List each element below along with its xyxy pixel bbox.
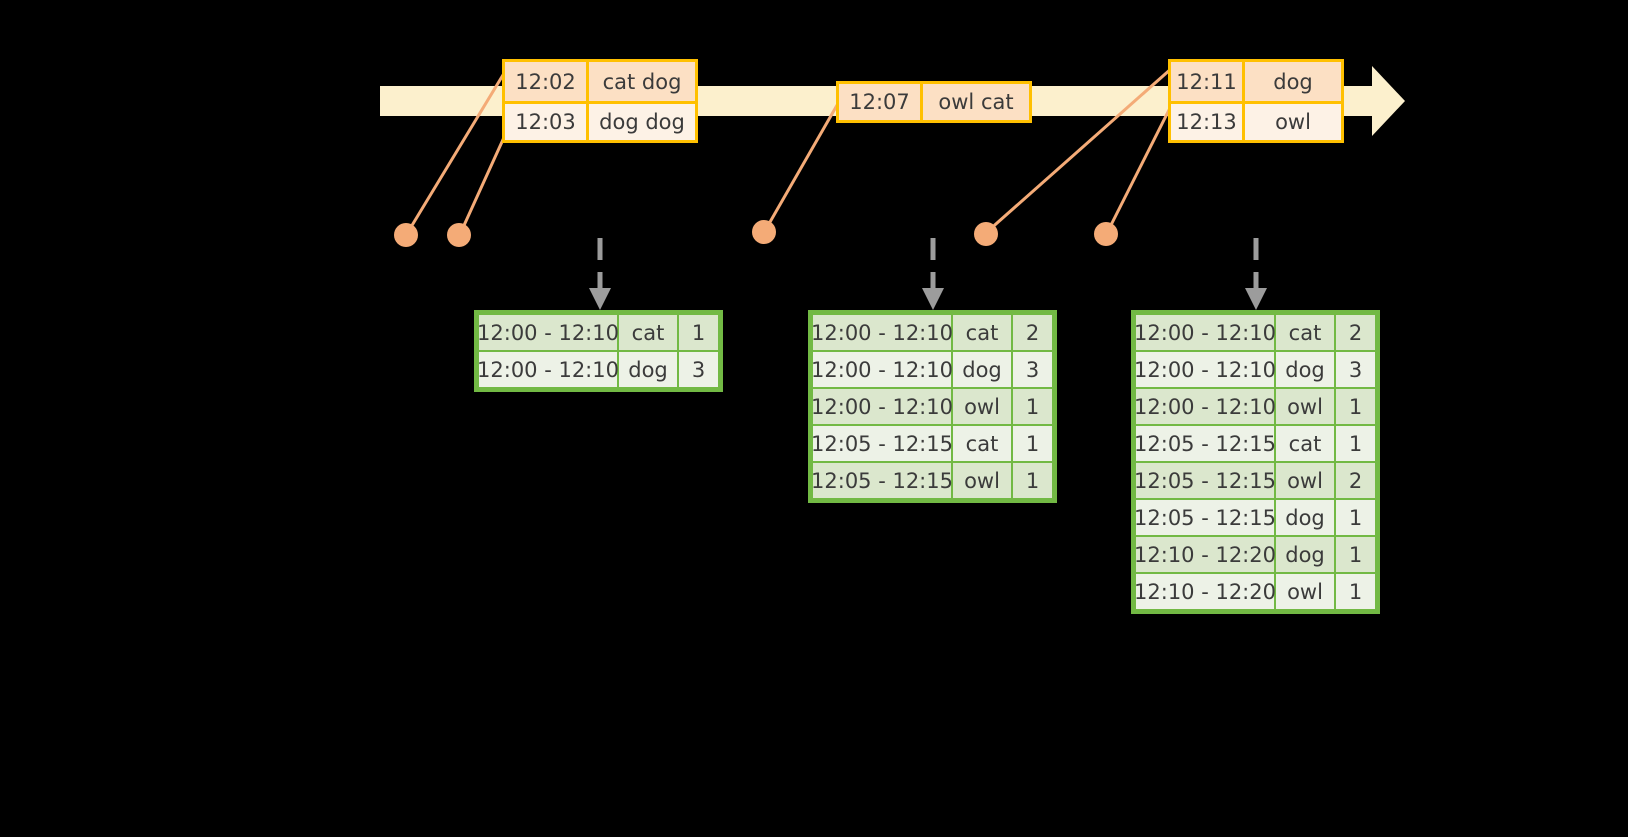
table-row[interactable]: 12:05 - 12:15 dog 1: [1134, 499, 1376, 536]
table-row[interactable]: 12:00 - 12:10 dog 3: [477, 351, 719, 388]
table-row[interactable]: 12:05 - 12:15 cat 1: [1134, 425, 1376, 462]
event-time: 12:13: [1171, 104, 1245, 140]
event-time: 12:03: [505, 104, 589, 140]
table-row[interactable]: 12:05 - 12:15 owl 1: [811, 462, 1053, 499]
window-cell: 12:00 - 12:10: [477, 315, 619, 350]
event-group-1[interactable]: 12:02 cat dog 12:03 dog dog: [502, 59, 698, 143]
timeline-arrowhead: [1372, 66, 1405, 136]
event-time: 12:02: [505, 62, 589, 101]
connector-line-5: [1106, 103, 1174, 232]
key-cell: owl: [1276, 463, 1334, 498]
window-cell: 12:00 - 12:10: [1134, 352, 1276, 387]
timeline-bar-segment-right: [1338, 86, 1376, 116]
key-cell: dog: [1276, 500, 1334, 535]
table-row[interactable]: 12:00 - 12:10 dog 3: [1134, 351, 1376, 388]
count-cell: 2: [1336, 315, 1375, 350]
window-cell: 12:10 - 12:20: [1134, 537, 1276, 572]
table-row[interactable]: 12:00 - 12:10 cat 1: [477, 314, 719, 351]
window-cell: 12:00 - 12:10: [811, 352, 953, 387]
count-cell: 1: [1336, 389, 1375, 424]
connector-dot-1: [394, 223, 418, 247]
event-words: owl: [1275, 110, 1311, 134]
event-row[interactable]: 12:03 dog dog: [505, 101, 695, 140]
window-cell: 12:00 - 12:10: [1134, 315, 1276, 350]
table-row[interactable]: 12:05 - 12:15 cat 1: [811, 425, 1053, 462]
window-cell: 12:05 - 12:15: [1134, 463, 1276, 498]
connector-dot-4: [974, 222, 998, 246]
dashed-arrow-1: [589, 238, 611, 310]
event-group-3[interactable]: 12:11 dog 12:13 owl: [1168, 59, 1344, 143]
table-row[interactable]: 12:00 - 12:10 cat 2: [811, 314, 1053, 351]
event-time: 12:07: [839, 84, 923, 120]
timeline-bar-segment-mid2: [1024, 86, 1174, 116]
event-words: dog dog: [599, 110, 685, 134]
key-cell: owl: [953, 389, 1011, 424]
table-row[interactable]: 12:00 - 12:10 cat 2: [1134, 314, 1376, 351]
event-words: cat dog: [602, 69, 682, 94]
key-cell: dog: [1276, 352, 1334, 387]
dashed-arrow-3: [1245, 238, 1267, 310]
timeline-bar-segment-mid1: [690, 86, 842, 116]
timeline-bar-segment-left: [380, 86, 510, 116]
event-words: owl cat: [938, 90, 1014, 114]
key-cell: owl: [953, 463, 1011, 498]
count-cell: 1: [1013, 389, 1052, 424]
event-words: dog: [1273, 69, 1313, 94]
connector-line-2: [459, 132, 508, 233]
window-cell: 12:05 - 12:15: [1134, 426, 1276, 461]
count-cell: 3: [679, 352, 718, 387]
event-time: 12:11: [1171, 62, 1245, 101]
connector-dot-3: [752, 220, 776, 244]
key-cell: cat: [953, 315, 1011, 350]
window-cell: 12:00 - 12:10: [811, 315, 953, 350]
result-table-1[interactable]: 12:00 - 12:10 cat 1 12:00 - 12:10 dog 3: [474, 310, 723, 392]
key-cell: cat: [619, 315, 677, 350]
key-cell: dog: [619, 352, 677, 387]
table-row[interactable]: 12:00 - 12:10 owl 1: [811, 388, 1053, 425]
connector-dot-2: [447, 223, 471, 247]
key-cell: owl: [1276, 389, 1334, 424]
count-cell: 2: [1013, 315, 1052, 350]
result-table-3[interactable]: 12:00 - 12:10 cat 2 12:00 - 12:10 dog 3 …: [1131, 310, 1380, 614]
event-group-2[interactable]: 12:07 owl cat: [836, 81, 1032, 123]
table-row[interactable]: 12:10 - 12:20 dog 1: [1134, 536, 1376, 573]
key-cell: dog: [953, 352, 1011, 387]
window-cell: 12:00 - 12:10: [1134, 389, 1276, 424]
window-cell: 12:05 - 12:15: [811, 463, 953, 498]
count-cell: 3: [1013, 352, 1052, 387]
count-cell: 1: [1013, 463, 1052, 498]
count-cell: 1: [1336, 574, 1375, 609]
window-cell: 12:00 - 12:10: [477, 352, 619, 387]
connector-line-3: [764, 99, 842, 230]
event-row[interactable]: 12:13 owl: [1171, 101, 1341, 140]
key-cell: cat: [1276, 426, 1334, 461]
table-row[interactable]: 12:00 - 12:10 dog 3: [811, 351, 1053, 388]
count-cell: 1: [1336, 500, 1375, 535]
count-cell: 1: [1013, 426, 1052, 461]
window-cell: 12:10 - 12:20: [1134, 574, 1276, 609]
window-cell: 12:05 - 12:15: [1134, 500, 1276, 535]
count-cell: 1: [1336, 426, 1375, 461]
key-cell: owl: [1276, 574, 1334, 609]
event-row[interactable]: 12:07 owl cat: [839, 84, 1029, 120]
count-cell: 1: [679, 315, 718, 350]
count-cell: 2: [1336, 463, 1375, 498]
count-cell: 3: [1336, 352, 1375, 387]
table-row[interactable]: 12:10 - 12:20 owl 1: [1134, 573, 1376, 610]
window-cell: 12:05 - 12:15: [811, 426, 953, 461]
key-cell: dog: [1276, 537, 1334, 572]
event-row[interactable]: 12:02 cat dog: [505, 62, 695, 101]
event-row[interactable]: 12:11 dog: [1171, 62, 1341, 101]
dashed-arrow-2: [922, 238, 944, 310]
key-cell: cat: [1276, 315, 1334, 350]
connector-dot-5: [1094, 222, 1118, 246]
key-cell: cat: [953, 426, 1011, 461]
window-cell: 12:00 - 12:10: [811, 389, 953, 424]
result-table-2[interactable]: 12:00 - 12:10 cat 2 12:00 - 12:10 dog 3 …: [808, 310, 1057, 503]
table-row[interactable]: 12:00 - 12:10 owl 1: [1134, 388, 1376, 425]
table-row[interactable]: 12:05 - 12:15 owl 2: [1134, 462, 1376, 499]
count-cell: 1: [1336, 537, 1375, 572]
